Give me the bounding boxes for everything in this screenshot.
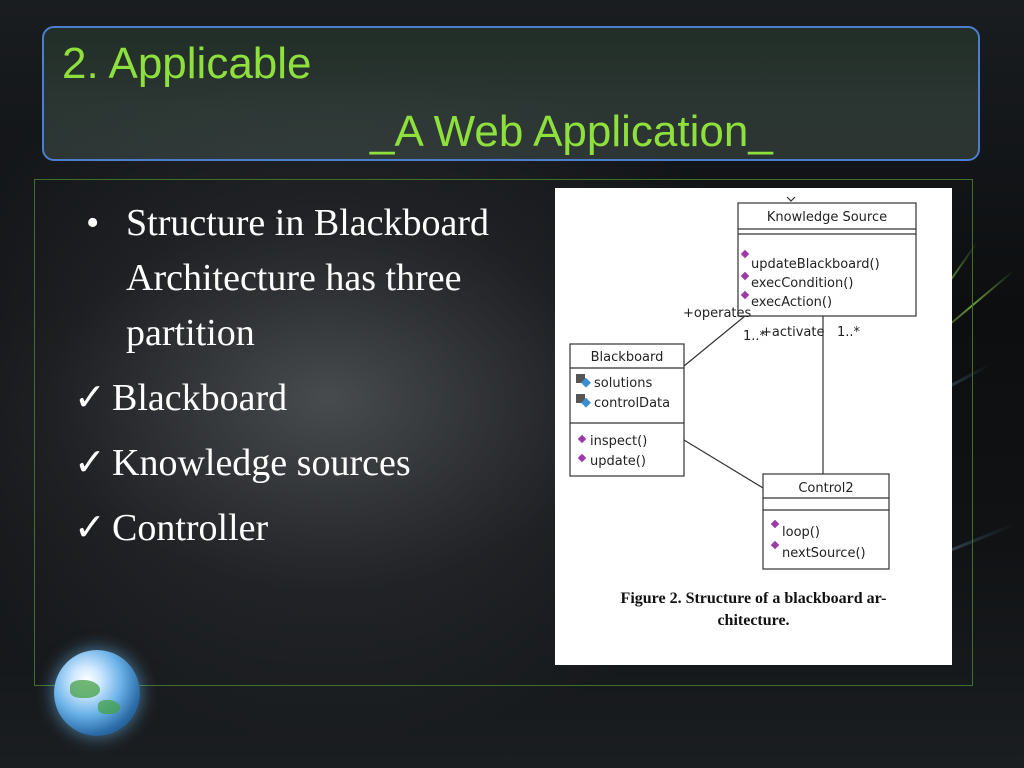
method-icon (577, 434, 587, 444)
check-item-controller: ✓Controller (74, 500, 526, 556)
blackboard-method: update() (590, 454, 646, 469)
method-icon (740, 290, 750, 300)
check-item-blackboard: ✓Blackboard (74, 370, 526, 426)
control-name: Control2 (798, 481, 853, 496)
blackboard-method: inspect() (590, 434, 647, 449)
method-icon (577, 453, 587, 463)
ks-method: execAction() (751, 295, 832, 310)
blackboard-attribute: solutions (594, 376, 652, 391)
blackboard-attribute: controlData (594, 396, 670, 411)
knowledge-source-box (737, 202, 917, 317)
checkmark-icon: ✓ (74, 507, 106, 549)
ks-method: updateBlackboard() (751, 257, 880, 272)
globe-land (98, 700, 120, 714)
top-arrow (786, 196, 796, 202)
multiplicity-label: 1..* (743, 329, 767, 344)
title-box: 2. Applicable _A Web Application_ (42, 26, 980, 161)
control-association (683, 439, 764, 489)
blackboard-box (569, 343, 685, 477)
check-text: Knowledge sources (112, 442, 411, 484)
attribute-icon (581, 377, 591, 388)
caption-line: Figure 2. Structure of a blackboard ar- (620, 590, 887, 607)
operates-association (683, 315, 746, 367)
operates-label: +operates (683, 306, 752, 321)
globe-land (70, 680, 100, 698)
check-item-knowledge-sources: ✓Knowledge sources (74, 435, 526, 491)
activate-label: +activate (761, 325, 824, 340)
blackboard-name: Blackboard (591, 350, 664, 365)
control-box (762, 473, 890, 570)
multiplicity-label: 1..* (837, 325, 861, 340)
attribute-icon (576, 374, 585, 383)
slide-title: 2. Applicable (62, 39, 312, 88)
bullet-text: Structure in Blackboard Architecture has… (126, 202, 490, 354)
method-icon (770, 519, 780, 529)
globe-logo-icon (54, 650, 140, 736)
bullet-item: • Structure in Blackboard Architecture h… (86, 196, 526, 361)
attribute-icon (581, 397, 591, 408)
checkmark-icon: ✓ (74, 377, 106, 419)
method-icon (740, 249, 750, 259)
uml-diagram: Knowledge Source Blackboard Control2 upd… (569, 196, 917, 570)
figure-caption: Figure 2. Structure of a blackboard ar- … (555, 588, 952, 632)
method-icon (770, 540, 780, 550)
control-method: nextSource() (782, 546, 866, 561)
uml-figure: Knowledge Source Blackboard Control2 upd… (555, 188, 952, 665)
content-frame (34, 179, 973, 686)
slide-subtitle: _A Web Application_ (370, 107, 773, 156)
bullet-dot: • (86, 202, 100, 244)
caption-line: chitecture. (717, 612, 790, 629)
method-icon (740, 271, 750, 281)
check-text: Controller (112, 507, 269, 549)
knowledge-source-name: Knowledge Source (767, 210, 887, 225)
control-method: loop() (782, 525, 820, 540)
ks-method: execCondition() (751, 276, 853, 291)
attribute-icon (576, 394, 585, 403)
check-text: Blackboard (112, 377, 288, 419)
checkmark-icon: ✓ (74, 442, 106, 484)
bullet-list: • Structure in Blackboard Architecture h… (74, 196, 526, 556)
